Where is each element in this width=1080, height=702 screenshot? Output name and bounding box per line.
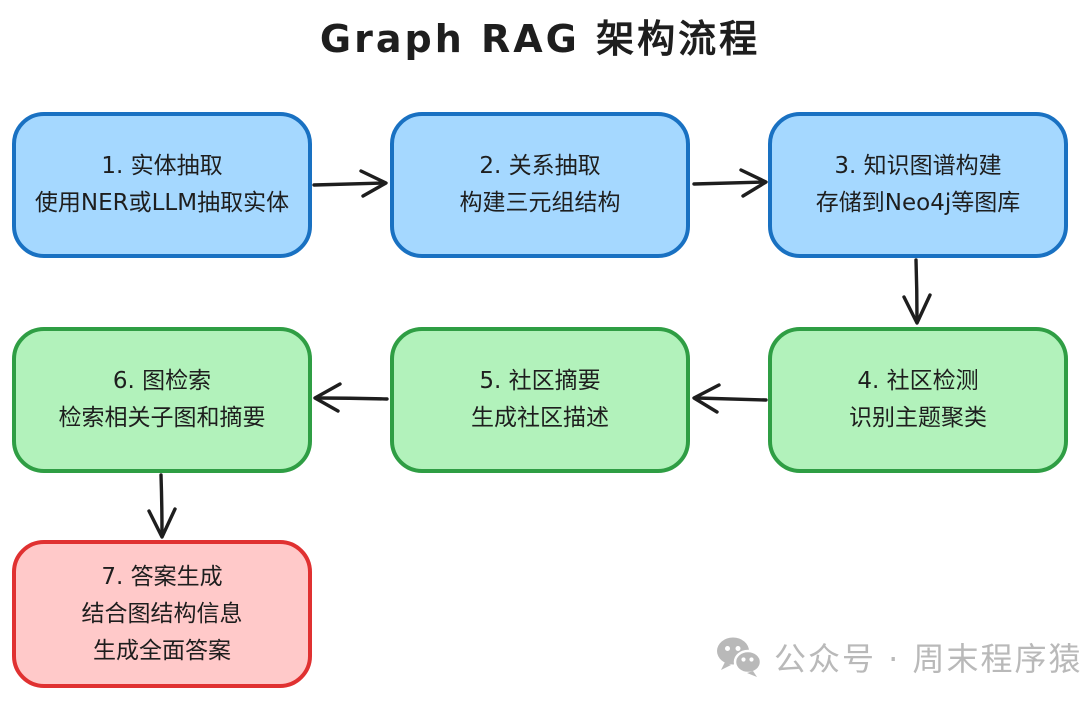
node-title: 5. 社区摘要	[479, 368, 601, 394]
arrow-step6-to-step7	[147, 473, 177, 539]
node-graph-retrieval: 6. 图检索 检索相关子图和摘要	[12, 327, 312, 473]
node-community-summary: 5. 社区摘要 生成社区描述	[390, 327, 690, 473]
node-subtitle: 结合图结构信息	[81, 600, 243, 627]
node-relation-extraction: 2. 关系抽取 构建三元组结构	[390, 112, 690, 258]
node-title: 6. 图检索	[112, 368, 212, 394]
arrow-step5-to-step6	[313, 382, 389, 413]
arrow-step3-to-step4	[902, 258, 932, 325]
node-subtitle: 检索相关子图和摘要	[58, 405, 266, 431]
node-title: 4. 社区检测	[857, 368, 979, 394]
node-entity-extraction: 1. 实体抽取 使用NER或LLM抽取实体	[12, 112, 312, 258]
node-answer-generation: 7. 答案生成 结合图结构信息 生成全面答案	[12, 540, 312, 688]
watermark: 公众号 · 周末程序猿	[716, 634, 1080, 680]
node-subtitle: 识别主题聚类	[849, 405, 987, 431]
node-title: 3. 知识图谱构建	[834, 153, 1002, 179]
node-subtitle: 生成社区描述	[471, 405, 609, 431]
node-knowledge-graph-build: 3. 知识图谱构建 存储到Neo4j等图库	[768, 112, 1068, 258]
watermark-text: 公众号 · 周末程序猿	[774, 640, 1080, 678]
node-subtitle: 使用NER或LLM抽取实体	[34, 190, 290, 216]
arrow-step4-to-step5	[692, 383, 768, 414]
arrow-step2-to-step3	[692, 168, 768, 198]
node-subtitle: 构建三元组结构	[459, 190, 621, 216]
diagram-title: Graph RAG 架构流程	[319, 17, 761, 61]
arrow-step1-to-step2	[312, 169, 388, 198]
node-title: 1. 实体抽取	[101, 153, 223, 179]
node-subtitle: 存储到Neo4j等图库	[815, 190, 1021, 216]
node-subtitle2: 生成全面答案	[93, 637, 231, 664]
node-title: 2. 关系抽取	[479, 153, 601, 179]
wechat-icon	[717, 637, 762, 677]
node-community-detection: 4. 社区检测 识别主题聚类	[768, 327, 1068, 473]
node-title: 7. 答案生成	[101, 563, 223, 590]
